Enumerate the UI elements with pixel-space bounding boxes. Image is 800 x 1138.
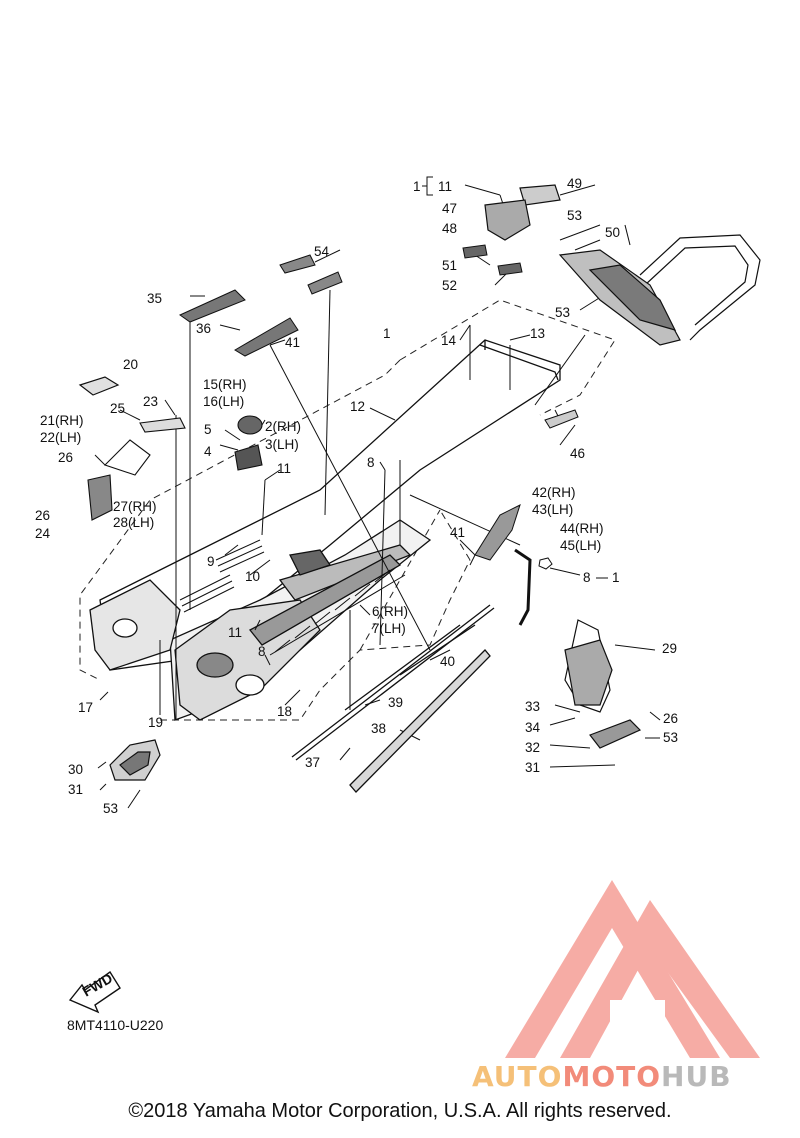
callout-2: 2(RH) xyxy=(265,419,301,434)
callout-47: 47 xyxy=(442,201,457,216)
callout-11b: 11 xyxy=(277,461,291,476)
watermark-brand-text: AUTOMOTOHUB xyxy=(472,1060,732,1093)
callout-10: 10 xyxy=(245,569,260,584)
callout-11c: 11 xyxy=(228,625,242,640)
callout-1a: 1 xyxy=(413,179,421,194)
brand-part-hub: HUB xyxy=(661,1060,732,1093)
callout-1c: 1 xyxy=(612,570,620,585)
callout-54: 54 xyxy=(314,244,330,259)
callout-36: 36 xyxy=(196,321,211,336)
callout-44: 44(RH) xyxy=(560,521,604,536)
fwd-arrow-icon xyxy=(68,970,121,1014)
side-strip-44 xyxy=(514,548,532,626)
callout-28: 28(LH) xyxy=(113,515,154,530)
deflector-42 xyxy=(474,504,521,561)
callout-34: 34 xyxy=(525,720,541,735)
callout-26c: 26 xyxy=(663,711,678,726)
foot-pads xyxy=(178,244,523,357)
callout-18: 18 xyxy=(277,704,292,719)
callout-45: 45(LH) xyxy=(560,538,601,553)
brand-part-moto: MOTO xyxy=(562,1060,662,1093)
callout-53d: 53 xyxy=(103,801,118,816)
callout-4: 4 xyxy=(204,444,212,459)
callout-21: 21(RH) xyxy=(40,413,84,428)
callout-51: 51 xyxy=(442,258,457,273)
heel-guard xyxy=(564,619,642,749)
callout-5: 5 xyxy=(204,422,212,437)
callout-53c: 53 xyxy=(663,730,678,745)
callout-31b: 31 xyxy=(68,782,83,797)
callout-26b: 26 xyxy=(35,508,50,523)
callout-43: 43(LH) xyxy=(532,502,573,517)
callout-31a: 31 xyxy=(525,760,540,775)
clip-44 xyxy=(538,557,553,570)
callout-8b: 8 xyxy=(583,570,591,585)
callout-35: 35 xyxy=(147,291,162,306)
callout-53a: 53 xyxy=(567,208,582,223)
callout-15: 15(RH) xyxy=(203,377,247,392)
bracket-glyphs xyxy=(422,176,608,579)
callout-8c: 8 xyxy=(258,644,266,659)
callout-26a: 26 xyxy=(58,450,73,465)
callout-7: 7(LH) xyxy=(372,621,406,636)
callout-33: 33 xyxy=(525,699,540,714)
callout-25: 25 xyxy=(110,401,125,416)
rear-flap-assembly xyxy=(558,234,761,346)
callout-6: 6(RH) xyxy=(372,604,408,619)
callout-labels: 11 1 49 47 48 53 50 54 51 52 53 35 36 41… xyxy=(35,176,678,816)
callout-50: 50 xyxy=(605,225,620,240)
callout-23: 23 xyxy=(143,394,158,409)
callout-49: 49 xyxy=(567,176,582,191)
callout-16: 16(LH) xyxy=(203,394,244,409)
frame-outline xyxy=(79,299,616,721)
callout-27: 27(RH) xyxy=(113,499,157,514)
callout-11a: 11 xyxy=(438,179,452,194)
callout-17: 17 xyxy=(78,700,93,715)
callout-30: 30 xyxy=(68,762,83,777)
callout-8a: 8 xyxy=(367,455,375,470)
callout-29: 29 xyxy=(662,641,677,656)
leader-lines xyxy=(94,184,661,809)
callout-9: 9 xyxy=(207,554,215,569)
callout-3: 3(LH) xyxy=(265,437,299,452)
callout-24: 24 xyxy=(35,526,51,541)
plate-46 xyxy=(544,409,579,429)
callout-40: 40 xyxy=(440,654,455,669)
watermark-logo-icon xyxy=(505,880,760,1058)
callout-12: 12 xyxy=(350,399,365,414)
callout-13: 13 xyxy=(530,326,545,341)
callout-32: 32 xyxy=(525,740,540,755)
running-rails xyxy=(291,604,495,793)
callout-22: 22(LH) xyxy=(40,430,81,445)
vent-bracket xyxy=(87,417,186,521)
cover-20 xyxy=(78,376,120,396)
callout-41b: 41 xyxy=(450,525,465,540)
callout-52: 52 xyxy=(442,278,457,293)
callout-42: 42(RH) xyxy=(532,485,576,500)
callout-38: 38 xyxy=(371,721,386,736)
lower-bumper-30 xyxy=(109,739,161,781)
callout-46: 46 xyxy=(570,446,585,461)
callout-1b: 1 xyxy=(383,326,391,341)
copyright-notice: ©2018 Yamaha Motor Corporation, U.S.A. A… xyxy=(128,1100,672,1122)
drawing-code: 8MT4110-U220 xyxy=(67,1017,163,1033)
callout-14: 14 xyxy=(441,333,457,348)
callout-48: 48 xyxy=(442,221,457,236)
callout-20: 20 xyxy=(123,357,138,372)
hitch-bracket xyxy=(484,184,561,241)
brand-part-auto: AUTO xyxy=(472,1060,563,1093)
callout-19: 19 xyxy=(148,715,163,730)
main-frame xyxy=(89,339,561,721)
clamp-2 xyxy=(234,415,263,471)
callout-53b: 53 xyxy=(555,305,570,320)
callout-37: 37 xyxy=(305,755,320,770)
callout-41a: 41 xyxy=(285,335,300,350)
callout-39: 39 xyxy=(388,695,403,710)
